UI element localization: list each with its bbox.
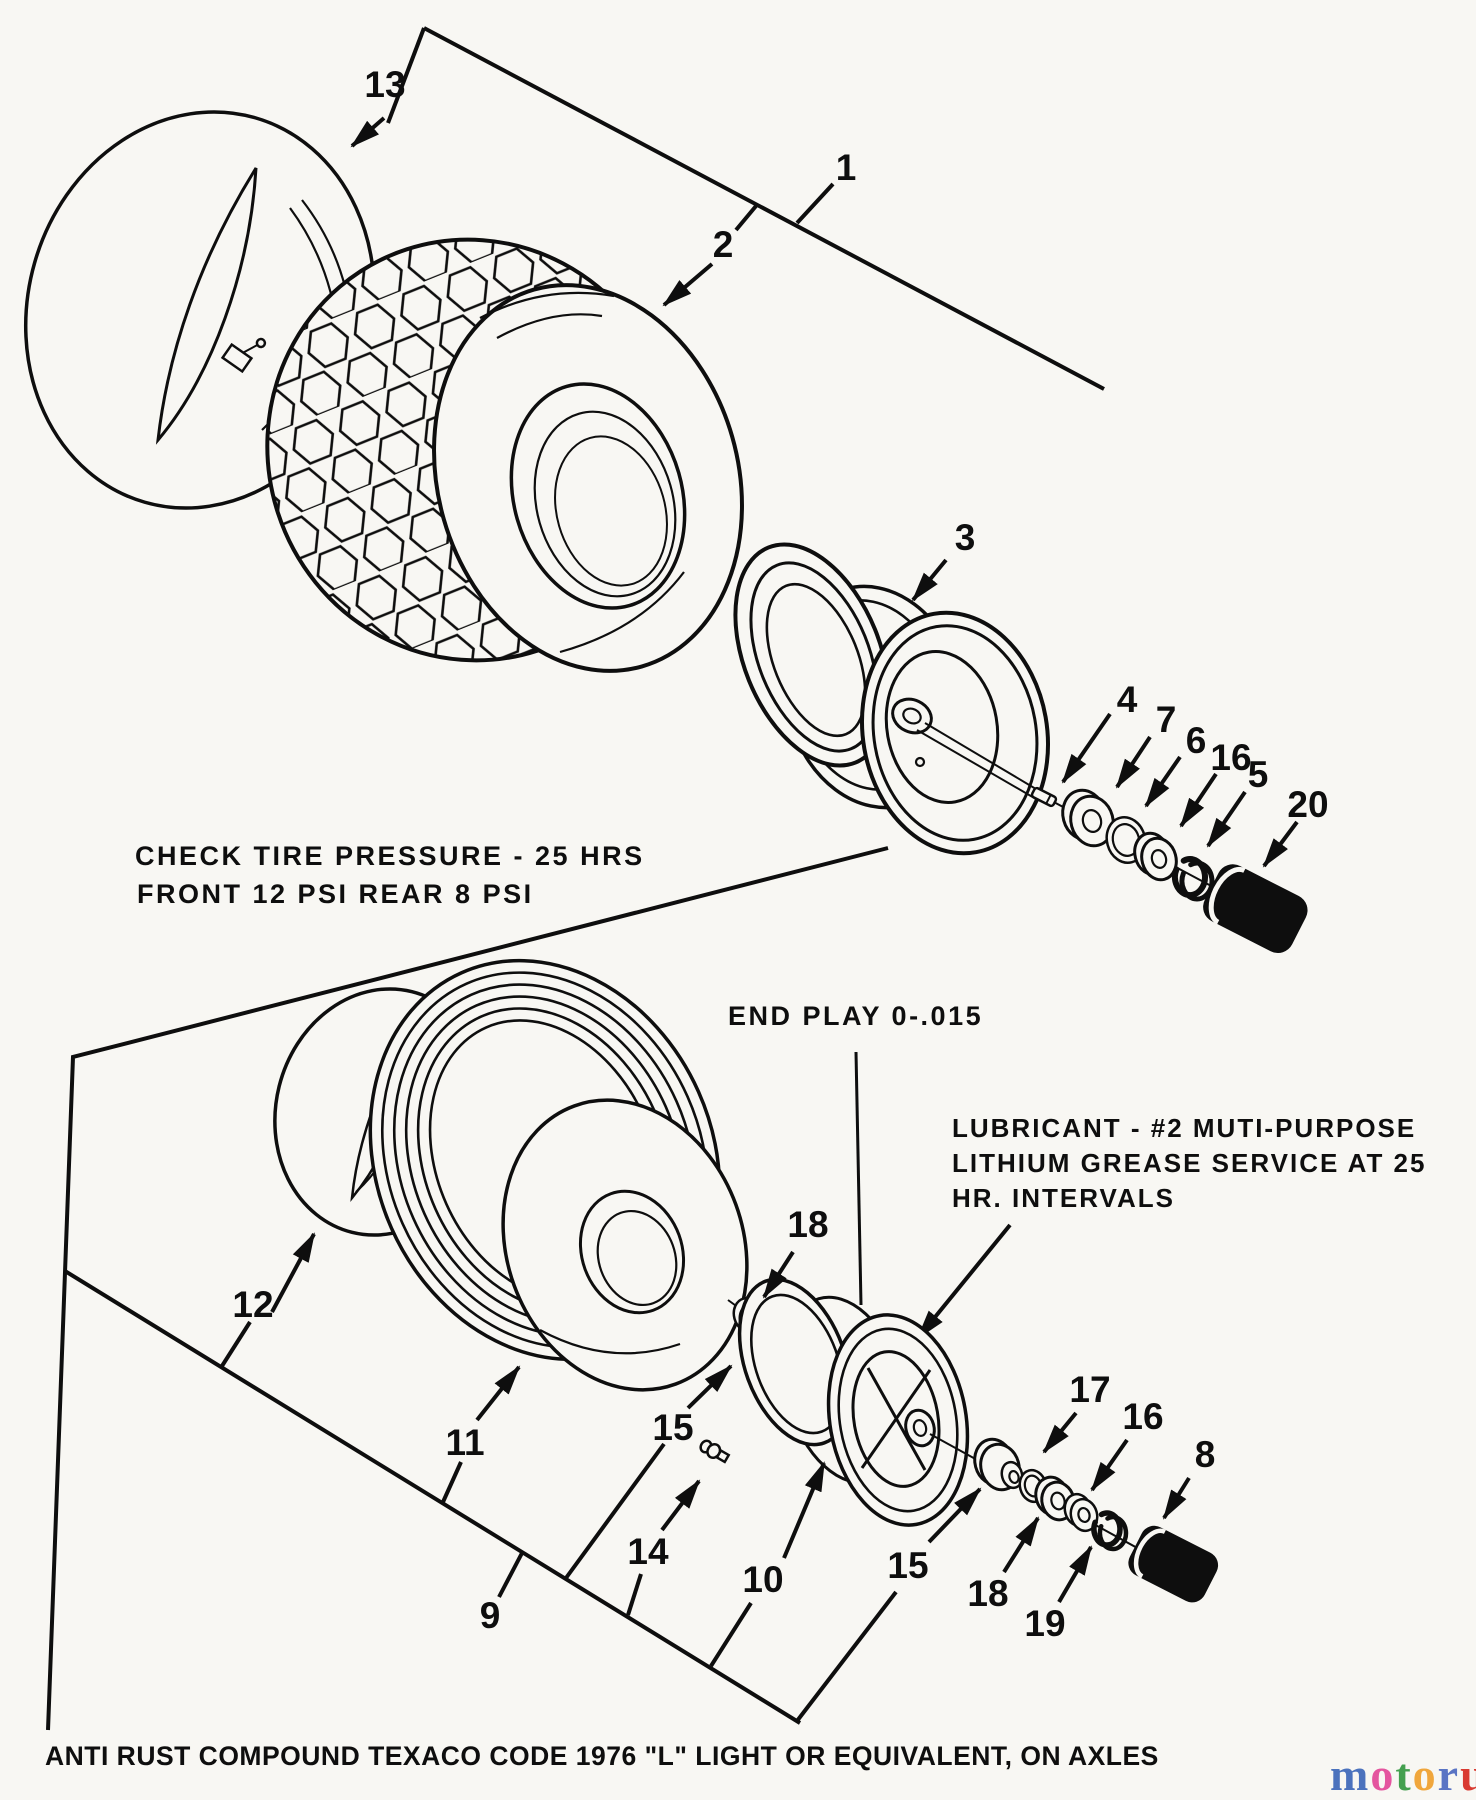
wm-letter[interactable]: o	[1413, 1749, 1438, 1800]
callout-14: 14	[627, 1531, 669, 1572]
arrow-19	[1057, 1545, 1093, 1604]
callout-15-right: 15	[887, 1545, 928, 1586]
tick-14	[626, 1573, 643, 1616]
cap-plug-20	[1203, 864, 1308, 953]
callout-20: 20	[1287, 784, 1328, 825]
lubricant-leader	[916, 1223, 1012, 1340]
callout-1: 1	[836, 147, 857, 188]
arrow-5	[1206, 790, 1247, 848]
wm-letter[interactable]: o	[1370, 1749, 1395, 1800]
arrow-18-left	[762, 1250, 795, 1299]
lubricant-note-line2: LITHIUM GREASE SERVICE AT 25	[952, 1148, 1426, 1178]
callout-11: 11	[445, 1422, 484, 1463]
arrow-2	[662, 262, 714, 307]
leader-line-1-main	[423, 26, 1105, 391]
callout-16-front: 16	[1122, 1396, 1163, 1437]
callout-13: 13	[364, 64, 405, 105]
tire-pressure-note-line2: FRONT 12 PSI REAR 8 PSI	[137, 879, 534, 909]
arrow-12	[270, 1232, 316, 1313]
tick-12	[220, 1320, 252, 1368]
washer-16-rear	[1133, 831, 1178, 882]
end-play-leader	[854, 1051, 863, 1306]
axle-pin	[1030, 786, 1058, 808]
tick-10	[709, 1601, 753, 1668]
callout-3: 3	[955, 517, 976, 558]
tick-2	[734, 204, 758, 232]
wm-letter[interactable]: r	[1438, 1749, 1460, 1800]
rim-dish	[884, 650, 1000, 804]
cap-plug-8	[1128, 1525, 1219, 1603]
arrow-11	[475, 1365, 521, 1422]
callout-9: 9	[480, 1595, 501, 1636]
callout-8: 8	[1195, 1434, 1216, 1475]
arrow-17	[1042, 1411, 1078, 1454]
arrow-4	[1061, 712, 1112, 784]
lubricant-note-line3: HR. INTERVALS	[952, 1183, 1175, 1213]
bushing-15-front-right	[973, 1437, 1024, 1492]
callout-5: 5	[1248, 754, 1269, 795]
callout-16-rear: 16	[1210, 737, 1251, 778]
tire-bead	[509, 382, 687, 610]
arrow-8	[1162, 1476, 1191, 1520]
tire-pressure-note-line1: CHECK TIRE PRESSURE - 25 HRS	[135, 841, 645, 871]
ribbed-tire	[368, 958, 749, 1392]
callout-18-left: 18	[787, 1204, 828, 1245]
grease-fitting	[699, 1439, 731, 1464]
wm-letter[interactable]: u	[1460, 1749, 1476, 1800]
arrow-18-right	[1002, 1516, 1040, 1574]
arrow-10	[782, 1461, 826, 1559]
valve-stem	[220, 337, 267, 374]
tick-15-right	[795, 1590, 898, 1723]
arrow-20	[1262, 820, 1299, 868]
callout-2: 2	[713, 224, 734, 265]
washer-7	[1061, 788, 1115, 848]
wheel-rim-front	[737, 1277, 970, 1527]
leader-line-13-branch	[386, 27, 426, 124]
callout-12: 12	[232, 1284, 273, 1325]
arrow-16-front	[1090, 1438, 1129, 1492]
tick-1	[795, 182, 835, 225]
arrow-7	[1115, 735, 1152, 789]
tick-9	[497, 1552, 524, 1598]
tick-11	[441, 1461, 463, 1503]
wheel-rim-rear	[733, 542, 1051, 856]
washer-16-front	[1063, 1492, 1099, 1533]
callout-17: 17	[1069, 1369, 1110, 1410]
callout-19: 19	[1024, 1603, 1065, 1644]
axle-shaft	[924, 722, 1042, 793]
callout-7: 7	[1156, 699, 1177, 740]
wm-letter[interactable]: m	[1330, 1749, 1370, 1800]
bottom-section-bracket	[46, 846, 889, 1731]
tick-15-left	[564, 1442, 666, 1580]
callout-15-left: 15	[652, 1407, 693, 1448]
callout-4: 4	[1117, 679, 1138, 720]
callout-18-right: 18	[967, 1573, 1008, 1614]
callout-6: 6	[1186, 720, 1207, 761]
arrow-13	[350, 116, 386, 148]
end-play-note: END PLAY 0-.015	[728, 1001, 983, 1031]
callout-10: 10	[742, 1559, 783, 1600]
motoruf-watermark[interactable]: motoruf.de	[1330, 1749, 1476, 1800]
arrow-15-right	[927, 1487, 982, 1544]
arrow-14	[660, 1479, 701, 1532]
arrow-15-left	[686, 1364, 733, 1410]
rim-hub	[904, 1408, 936, 1448]
arrow-6	[1144, 755, 1182, 808]
e-ring-19	[1091, 1510, 1129, 1552]
anti-rust-note: ANTI RUST COMPOUND TEXACO CODE 1976 "L" …	[45, 1741, 1159, 1771]
lubricant-note-line1: LUBRICANT - #2 MUTI-PURPOSE	[952, 1113, 1416, 1143]
bottom-section-diagonal	[63, 1269, 802, 1725]
spoke	[860, 1369, 932, 1469]
wm-letter[interactable]: t	[1395, 1749, 1412, 1800]
rim-hub	[891, 697, 933, 735]
arrow-3	[911, 558, 948, 602]
e-ring-5	[1172, 856, 1215, 902]
rim-flange	[733, 542, 891, 768]
arrow-16-rear	[1179, 772, 1218, 828]
